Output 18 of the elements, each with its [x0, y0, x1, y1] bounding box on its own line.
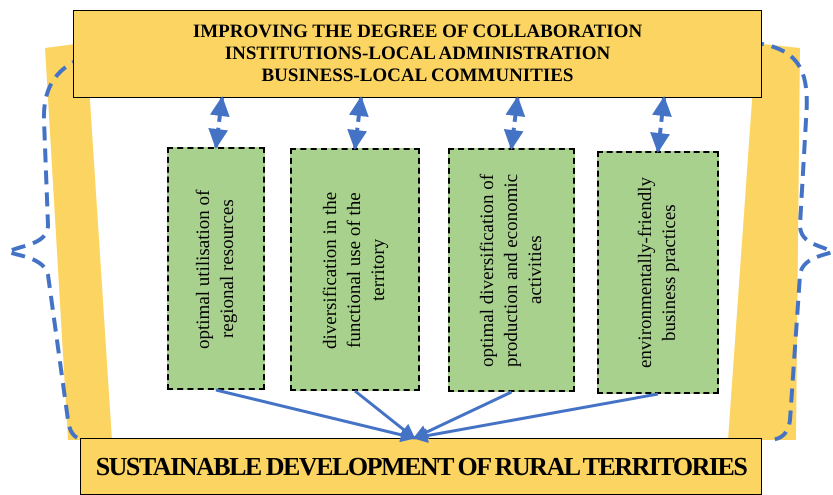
arrow [412, 390, 512, 440]
factor-box [167, 147, 265, 390]
outcome-box [80, 438, 762, 495]
rotated-label: optimal utilisation of regional resources [192, 188, 239, 350]
arrow [208, 96, 230, 149]
arrow [354, 390, 416, 440]
arrow [650, 96, 672, 153]
box-heading: SUSTAINABLE DEVELOPMENT OF RURAL TERRITORIES [96, 451, 746, 483]
arrow [347, 96, 369, 150]
factor-box [290, 148, 420, 391]
factor-box [448, 148, 575, 392]
factor-box [597, 151, 719, 394]
arrow [504, 96, 526, 150]
rotated-label: optimal diversification of production and economic activities [476, 172, 546, 369]
rotated-label: diversification in the functional use of the territory [319, 190, 390, 350]
arrow [216, 388, 416, 442]
arrow [412, 392, 658, 443]
box-heading: IMPROVING THE DEGREE OF COLLABORATION INSTITUTIONS-LOCAL ADMINISTRATION BUSINESS-LOCAL COMMUNITIES [192, 21, 644, 87]
